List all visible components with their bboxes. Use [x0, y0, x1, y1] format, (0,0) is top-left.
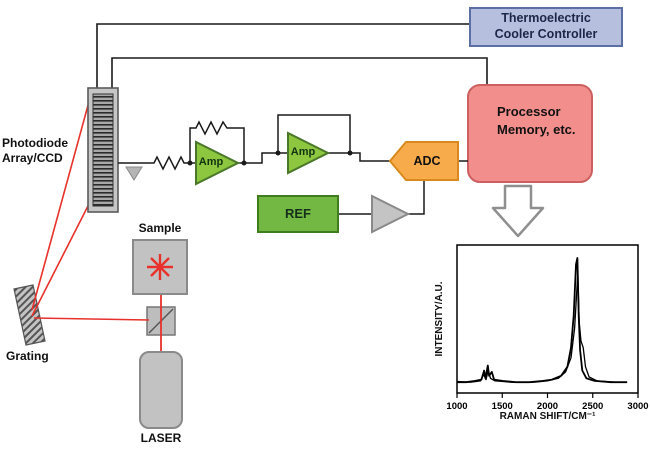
processor-box	[467, 84, 593, 183]
junction-dot	[347, 150, 353, 156]
wire-tec-to-ccd	[96, 23, 470, 89]
ground-arrow-icon	[125, 166, 143, 181]
wire-ccd-to-processor	[111, 57, 488, 89]
amp1-triangle	[195, 140, 241, 186]
chart-ticks: 1000 1500 2000 2500 3000	[446, 393, 649, 412]
adc-label: ADC	[413, 154, 441, 168]
amp2-triangle	[287, 131, 331, 175]
chart-x-axis-label: RAMAN SHIFT/CM⁻¹	[499, 411, 596, 422]
sample-focus-asterisk	[147, 254, 173, 280]
grating-label: Grating	[6, 349, 49, 363]
wire-amp1-amp2	[238, 152, 288, 164]
processor-label: Processor Memory, etc.	[497, 104, 576, 137]
wire-buffer-adc	[408, 181, 425, 215]
chart-series	[456, 257, 628, 384]
spectrum-trace-2	[456, 272, 628, 383]
x-tick-label: 1000	[446, 401, 467, 412]
adc-shape	[388, 141, 459, 181]
down-arrow-icon	[491, 184, 545, 238]
wire-amp2-adc	[328, 152, 391, 162]
buffer-triangle	[371, 194, 411, 234]
junction-dot	[241, 160, 247, 166]
ref-label: REF	[285, 206, 311, 221]
chart-y-axis-label: INTENSITY/A.U.	[434, 281, 445, 357]
ref-box	[257, 195, 339, 233]
feedback-wire-amp2	[277, 114, 351, 153]
tec-controller-label: Thermoelectric Cooler Controller	[494, 11, 598, 41]
ccd-sensor-strip	[92, 93, 114, 207]
x-tick-label: 3000	[627, 401, 648, 412]
photodiode-array-label: Photodiode Array/CCD	[2, 136, 68, 165]
input-resistor	[150, 155, 196, 171]
beam-grating-ccd-upper	[31, 97, 91, 311]
junction-dot	[275, 150, 281, 156]
x-tick-label: 2500	[582, 401, 603, 412]
beam-grating-ccd-lower	[31, 201, 91, 317]
tec-controller-box	[469, 7, 623, 47]
grating-shape	[13, 284, 46, 346]
laser-label: LASER	[140, 431, 182, 445]
beam-splitter-to-grating	[33, 317, 150, 321]
feedback-resistor-wire-amp1	[189, 120, 245, 163]
laser-box	[139, 351, 183, 429]
amp1-label: Amp	[198, 156, 224, 168]
sample-label: Sample	[138, 221, 182, 235]
junction-dot	[187, 160, 193, 166]
x-tick-label: 2000	[537, 401, 558, 412]
x-tick-label: 1500	[492, 401, 513, 412]
amp2-label: Amp	[290, 146, 316, 158]
